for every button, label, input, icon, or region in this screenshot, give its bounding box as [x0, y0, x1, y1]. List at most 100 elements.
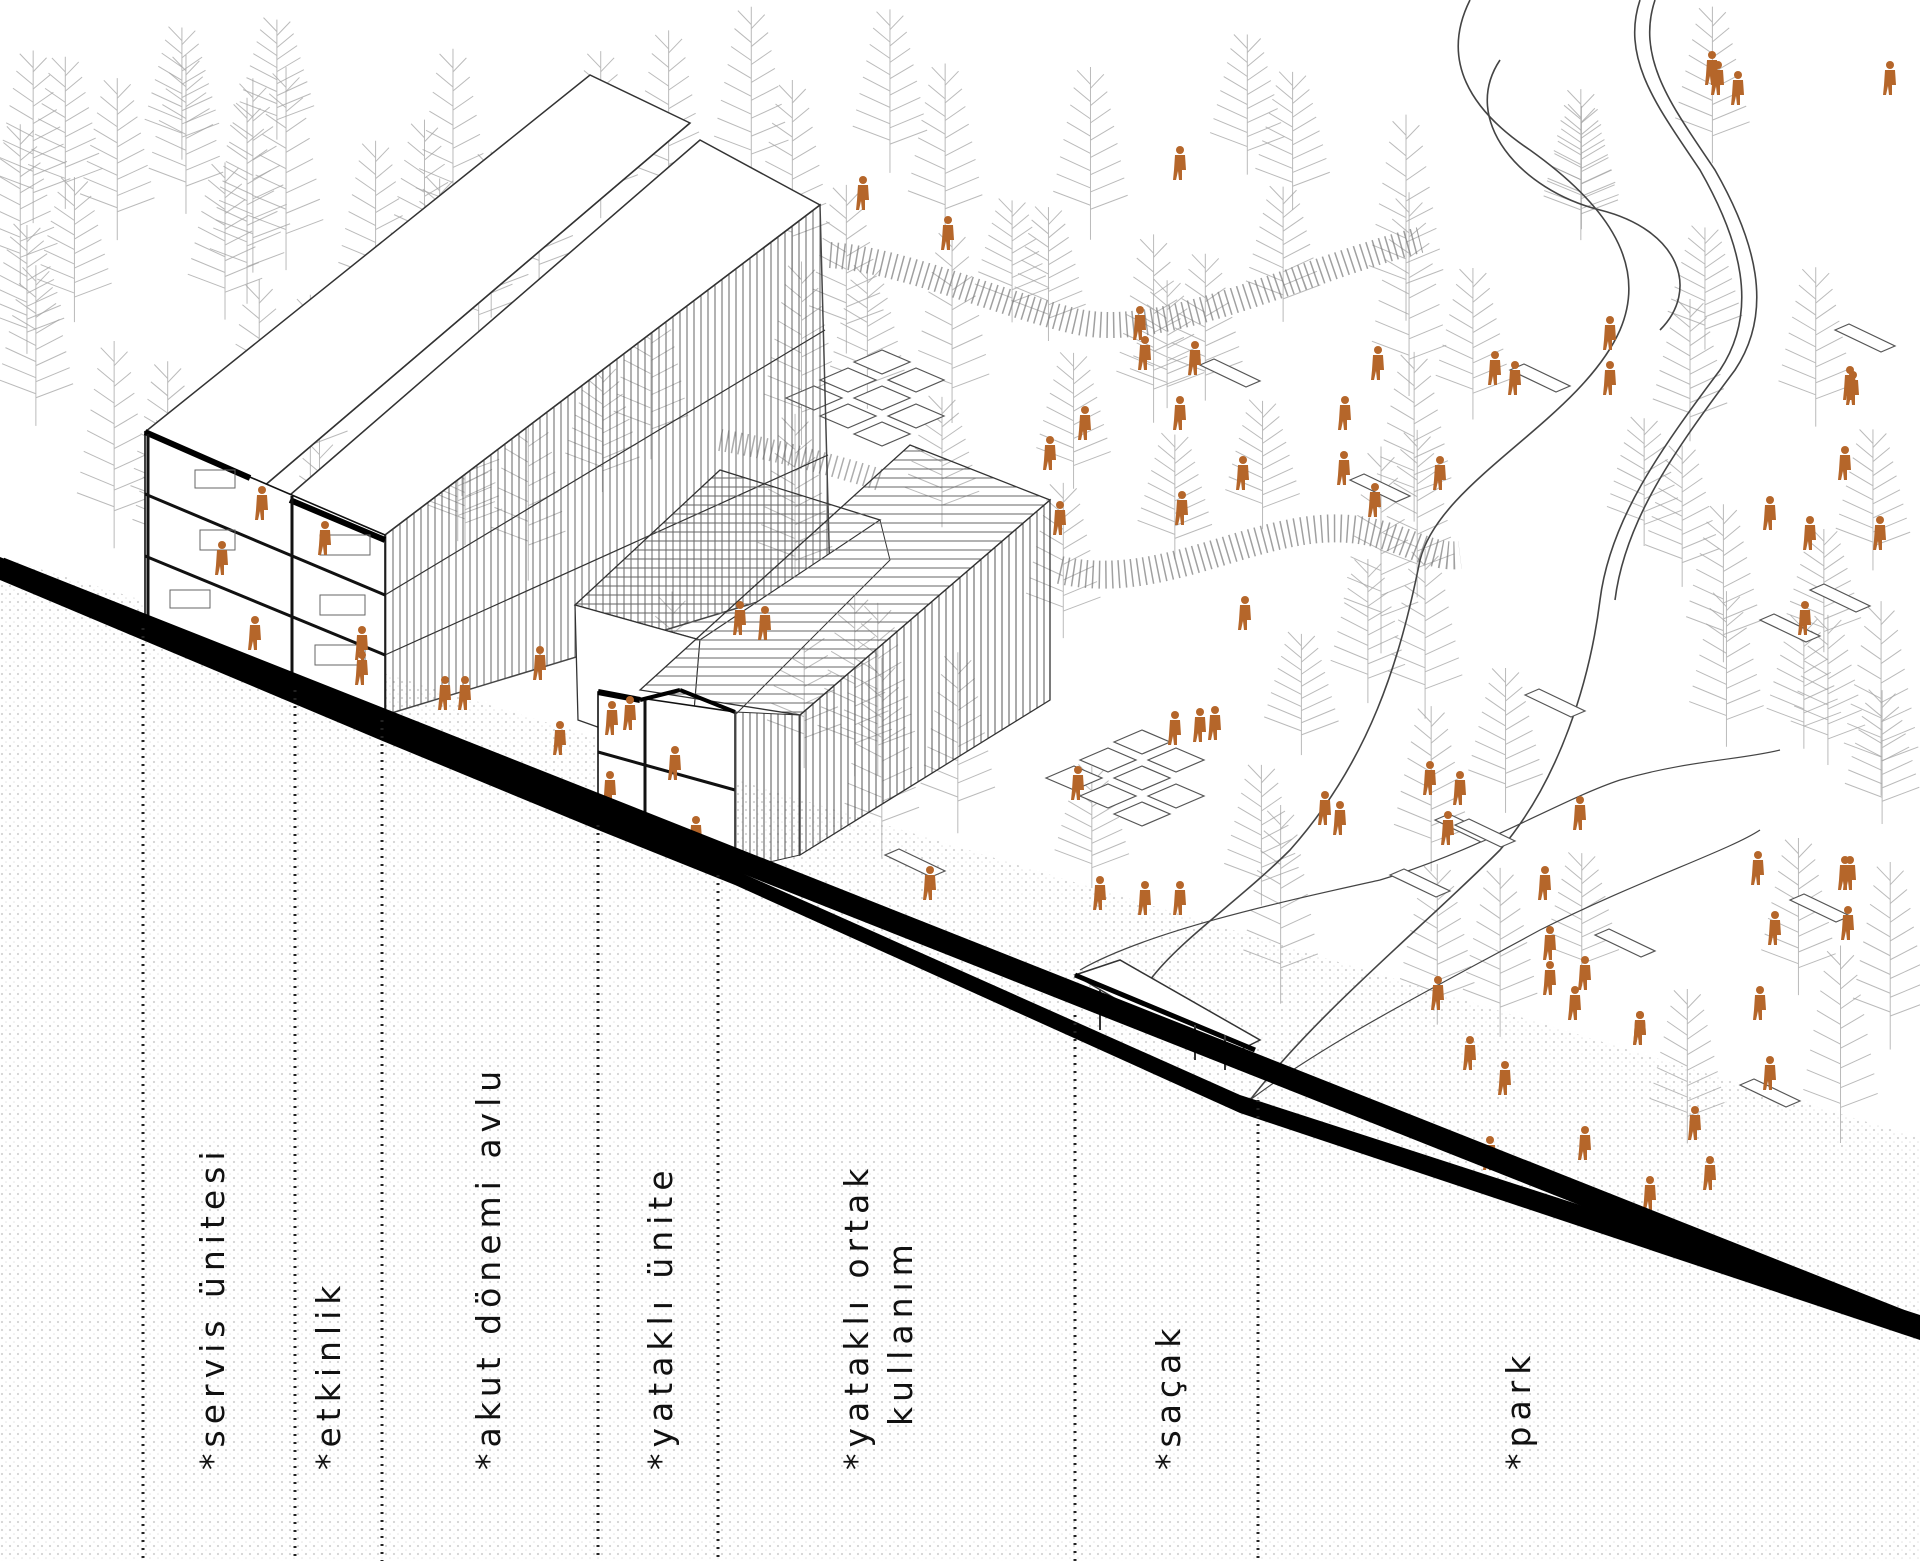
tree [79, 78, 155, 241]
person-figure [733, 601, 746, 635]
person-figure [1078, 406, 1091, 440]
zone-label-etkinlik: *etkinlik [309, 1280, 348, 1470]
tree [907, 63, 983, 241]
person-figure [1133, 306, 1146, 340]
bench [1593, 928, 1657, 958]
person-figure [1138, 336, 1151, 370]
tree [239, 17, 315, 140]
bench [1833, 323, 1897, 353]
planter [1146, 783, 1206, 809]
person-figure [1705, 51, 1718, 85]
person-figure [318, 521, 331, 555]
tree [1330, 559, 1406, 704]
planter [886, 367, 946, 393]
person-figure [1603, 316, 1616, 350]
tree [0, 223, 65, 354]
person-figure [1053, 501, 1066, 535]
tree [713, 6, 789, 186]
landscape-paths [1079, 0, 1781, 1101]
person-figure [1333, 801, 1346, 835]
tree [1243, 804, 1319, 1004]
tree [1225, 399, 1300, 530]
zone-label-park: *park [1499, 1350, 1538, 1470]
person-figure [1338, 396, 1351, 430]
tree [1667, 225, 1743, 350]
person-figure [623, 696, 636, 730]
tree [1036, 352, 1111, 489]
person-figure [1188, 341, 1201, 375]
planter [1078, 783, 1138, 809]
tree [1053, 67, 1128, 240]
zone-label-ortak-line2: kullanım [881, 1238, 920, 1426]
planter [852, 385, 912, 411]
person-figure [1633, 1011, 1646, 1045]
zone-labels: *servis ünitesi *etkinlik *akut dönemi a… [193, 1065, 1538, 1470]
tree [974, 198, 1050, 323]
tree [148, 54, 224, 214]
person-figure [1453, 771, 1466, 805]
tree [1224, 764, 1299, 906]
tree [0, 50, 71, 224]
person-figure [1703, 1156, 1716, 1190]
person-figure [1543, 926, 1556, 960]
person-figure [1841, 906, 1854, 940]
winding-walkway-inner [1249, 0, 1743, 1101]
person-figure [1578, 956, 1591, 990]
tree [1543, 89, 1619, 241]
person-figure [1798, 601, 1811, 635]
tree [0, 124, 58, 286]
planter [886, 403, 946, 429]
person-figure [1763, 1056, 1776, 1090]
person-figure [1508, 361, 1521, 395]
person-figure [1488, 351, 1501, 385]
winding-walkway-outer [1149, 0, 1630, 981]
person-figure [1043, 436, 1056, 470]
planter [818, 367, 878, 393]
planter [852, 421, 912, 447]
person-figure [1846, 371, 1859, 405]
person-figure [1463, 1036, 1476, 1070]
tree [1843, 601, 1919, 796]
person-figure [1175, 491, 1188, 525]
person-figure [1753, 986, 1766, 1020]
section-dotted-fill [0, 557, 1920, 1561]
planter-grids [784, 349, 1206, 827]
tree [27, 56, 103, 209]
person-figure [1573, 796, 1586, 830]
person-figure [1193, 708, 1206, 742]
person-figure [1238, 596, 1251, 630]
person-figure [1173, 146, 1186, 180]
person-figure [1423, 761, 1436, 795]
planter [1112, 801, 1172, 827]
person-figure [758, 606, 771, 640]
zone-dividers [141, 628, 1260, 1561]
tree [1761, 838, 1836, 996]
tree [215, 78, 291, 273]
person-figure [1731, 71, 1744, 105]
bench [1198, 358, 1262, 388]
person-figure [1431, 976, 1444, 1010]
person-figure [1873, 516, 1886, 550]
bench [1388, 868, 1452, 898]
tree [1649, 988, 1725, 1144]
tree [1686, 504, 1761, 663]
person-figure [1883, 61, 1896, 95]
person-figure [533, 646, 546, 680]
walkway-edge [1614, 0, 1758, 601]
tree-layer [0, 6, 1920, 1144]
tree [1606, 416, 1682, 547]
zone-label-yatakli: *yataklı ünite [641, 1164, 680, 1470]
bench [1523, 688, 1587, 718]
person-figure [941, 216, 954, 250]
person-figure [215, 541, 228, 575]
person-figure [553, 721, 566, 755]
person-figure [1768, 911, 1781, 945]
bench [1808, 583, 1872, 613]
zone-label-sacak: *saçak [1149, 1323, 1188, 1470]
zone-label-ortak-line1: *yataklı ortak [837, 1163, 876, 1470]
person-figure [1441, 811, 1454, 845]
tree [1790, 614, 1866, 765]
person-figure [1138, 881, 1151, 915]
planter [1112, 729, 1172, 755]
lower-paving [1079, 749, 1781, 971]
